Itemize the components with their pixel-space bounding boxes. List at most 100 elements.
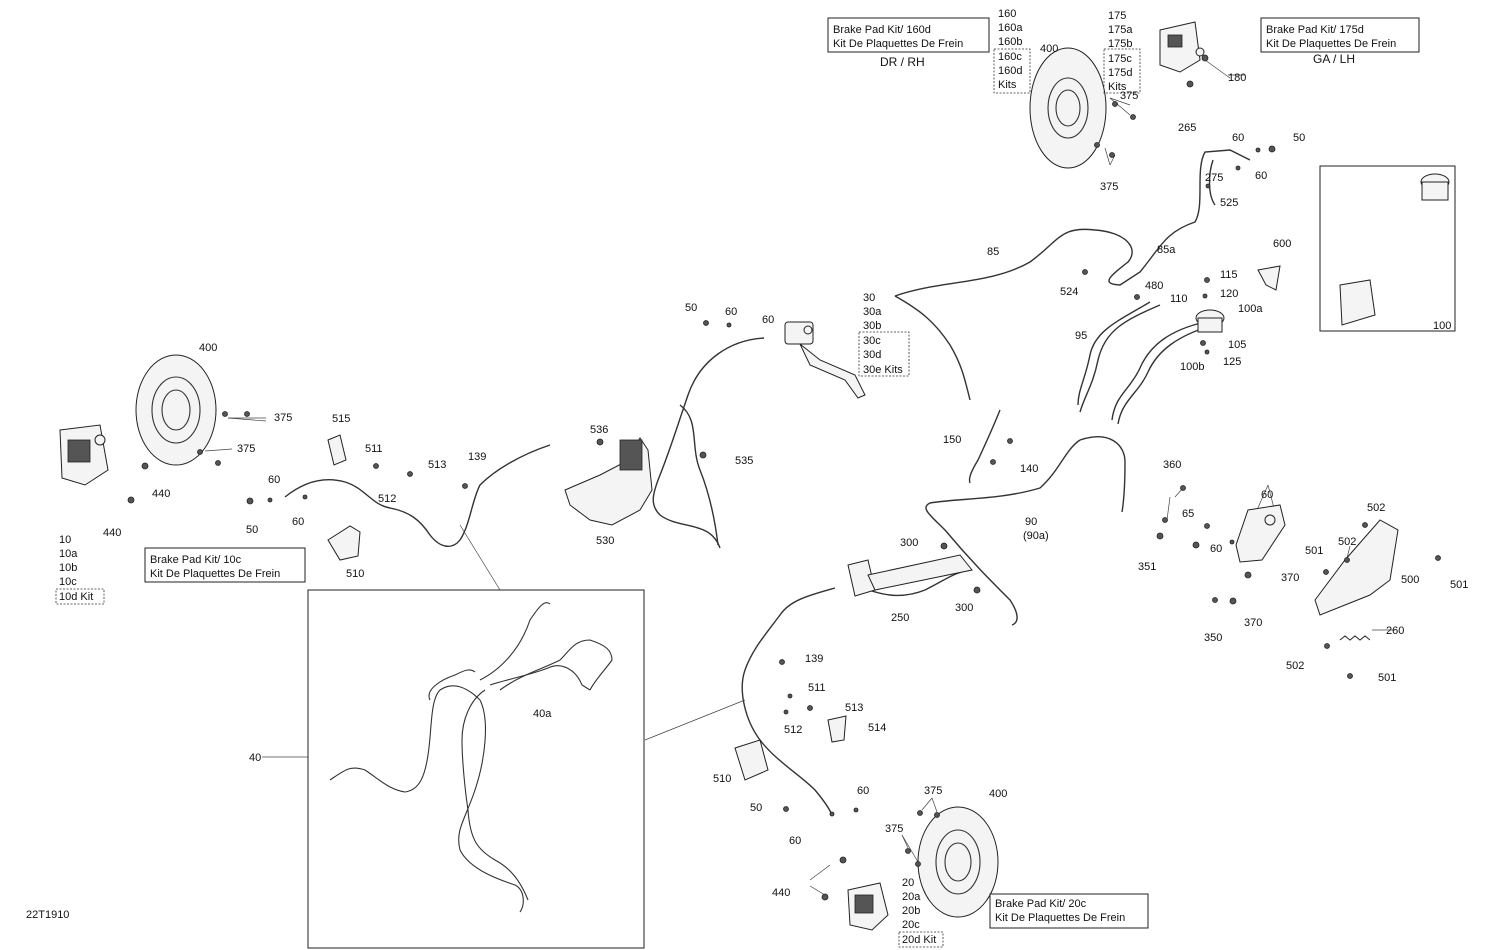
callout-514: 514 (868, 722, 886, 734)
bracket-514-icon (827, 715, 847, 743)
rear-master-cylinder-icon (1235, 504, 1286, 563)
callout-515: 515 (332, 413, 350, 425)
callout-275: 275 (1205, 172, 1223, 184)
callout-375: 375 (924, 785, 942, 797)
inset-100-assembly-icon (1319, 165, 1456, 332)
callout-180: 180 (1228, 72, 1246, 84)
callout-370: 370 (1244, 617, 1262, 629)
kit-box-160d: Brake Pad Kit/ 160d Kit De Plaquettes De… (827, 17, 990, 69)
stack-160-item: 160c (998, 51, 1022, 63)
callout-351: 351 (1138, 561, 1156, 573)
callout-400: 400 (989, 788, 1007, 800)
callout-300: 300 (900, 537, 918, 549)
callout-375: 375 (1120, 90, 1138, 102)
pedal-bracket-500-icon (1314, 519, 1399, 616)
callout-50: 50 (685, 302, 697, 314)
abs-module-bracket-icon (564, 437, 653, 526)
stack-160-item: Kits (998, 79, 1017, 91)
callout-512: 512 (784, 724, 802, 736)
callout-60: 60 (1210, 543, 1222, 555)
callout-375: 375 (885, 823, 903, 835)
stack-175-item: 175b (1108, 38, 1132, 50)
callout-60: 60 (857, 785, 869, 797)
kit-20c-line2: Kit De Plaquettes De Frein (995, 912, 1125, 924)
label-stack-175: 175 175a 175b 175c 175d Kits (1103, 10, 1141, 94)
label-stack-20: 20 20a 20b 20c 20d Kit (898, 877, 944, 948)
label-stack-160: 160 160a 160b 160c 160d Kits (993, 8, 1031, 94)
callout-100a: 100a (1238, 303, 1263, 315)
stack-10-item: 10a (59, 548, 78, 560)
callout-511: 511 (808, 682, 826, 694)
callout-513: 513 (428, 459, 446, 471)
callout-85: 85 (987, 246, 999, 258)
kit-box-20c: Brake Pad Kit/ 20c Kit De Plaquettes De … (989, 893, 1149, 929)
label-stack-10: 10 10a 10b 10c 10d Kit (55, 534, 105, 605)
callout-120: 120 (1220, 288, 1238, 300)
inset-40-frame-icon (307, 589, 645, 949)
callout-502: 502 (1286, 660, 1304, 672)
callout-90a: (90a) (1023, 530, 1049, 542)
bracket-510-bottom-icon (734, 739, 769, 781)
master-cylinder-icon (784, 321, 866, 399)
kit-160d-line1: Brake Pad Kit/ 160d (833, 24, 931, 36)
stack-175-item: 175c (1108, 53, 1132, 65)
callout-501: 501 (1305, 545, 1323, 557)
callout-60: 60 (789, 835, 801, 847)
brake-pedal-250-icon (847, 554, 973, 597)
callout-513: 513 (845, 702, 863, 714)
callout-150: 150 (943, 434, 961, 446)
callout-60: 60 (1232, 132, 1244, 144)
stack-30-item: 30e Kits (863, 364, 903, 376)
kit-20c-line1: Brake Pad Kit/ 20c (995, 898, 1087, 910)
brake-disc-bottom-icon (917, 806, 999, 918)
callout-265: 265 (1178, 122, 1196, 134)
brake-disc-top-icon (1029, 47, 1107, 169)
caliper-left-icon (59, 424, 109, 486)
callout-60: 60 (762, 314, 774, 326)
stack-160-item: 160a (998, 22, 1023, 34)
stack-20-item: 20b (902, 905, 920, 917)
callout-480: 480 (1145, 280, 1163, 292)
callout-139: 139 (468, 451, 486, 463)
callout-360: 360 (1163, 459, 1181, 471)
kit-175d-line2: Kit De Plaquettes De Frein (1266, 38, 1396, 50)
callout-40a: 40a (533, 708, 552, 720)
callout-510: 510 (346, 568, 364, 580)
callout-250: 250 (891, 612, 909, 624)
stack-30-item: 30a (863, 306, 882, 318)
callout-530: 530 (596, 535, 614, 547)
callout-105: 105 (1228, 339, 1246, 351)
callout-440: 440 (772, 887, 790, 899)
callout-536: 536 (590, 424, 608, 436)
callout-260: 260 (1386, 625, 1404, 637)
kit-10c-line1: Brake Pad Kit/ 10c (150, 554, 242, 566)
callout-125: 125 (1223, 356, 1241, 368)
bracket-510-left-icon (327, 525, 361, 561)
callout-65: 65 (1182, 508, 1194, 520)
callout-510: 510 (713, 773, 731, 785)
stack-30-item: 30d (863, 349, 881, 361)
stack-175-item: Kits (1108, 81, 1127, 93)
callout-350: 350 (1204, 632, 1222, 644)
callout-440: 440 (103, 527, 121, 539)
callout-139: 139 (805, 653, 823, 665)
callout-512: 512 (378, 493, 396, 505)
kit-box-10c: Brake Pad Kit/ 10c Kit De Plaquettes De … (144, 547, 306, 583)
kit-10c-line2: Kit De Plaquettes De Frein (150, 568, 280, 580)
leader-lines (204, 59, 1395, 896)
reservoir-100a-icon (1195, 309, 1225, 333)
caliper-top-right-icon (1159, 21, 1205, 73)
callout-524: 524 (1060, 286, 1078, 298)
stack-20-item: 20d Kit (902, 934, 936, 946)
callout-90: 90 (1025, 516, 1037, 528)
stack-175-item: 175a (1108, 24, 1133, 36)
stack-30-item: 30 (863, 292, 875, 304)
callout-400: 400 (1040, 43, 1058, 55)
callout-300: 300 (955, 602, 973, 614)
callout-375: 375 (237, 443, 255, 455)
callout-370: 370 (1281, 572, 1299, 584)
callouts: 400 180 375 375 265 60 50 275 60 525 85 … (103, 43, 1468, 899)
callout-60: 60 (292, 516, 304, 528)
hardware-bolts-icon (127, 54, 1441, 901)
